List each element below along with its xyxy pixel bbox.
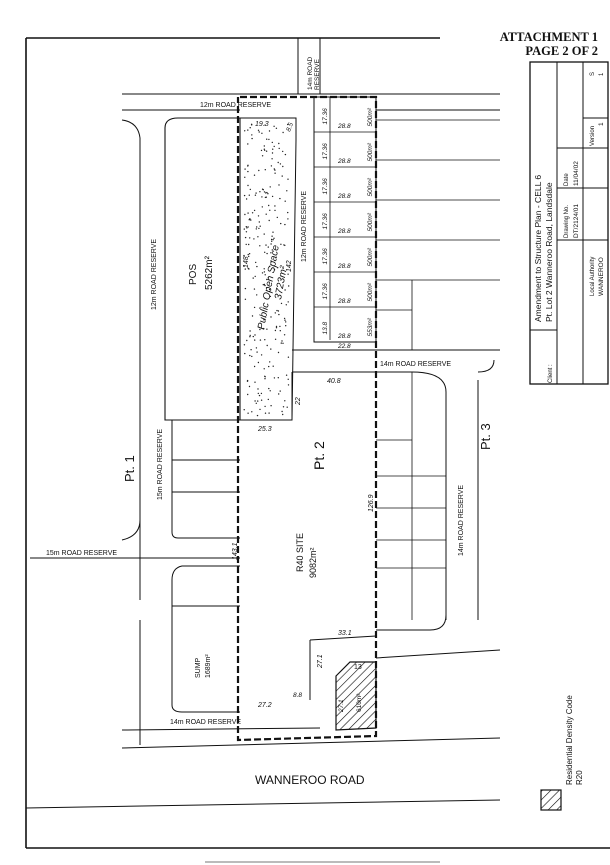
lot-depth: 28.8 — [337, 298, 351, 305]
dim-8-8: 8.8 — [293, 692, 302, 699]
attachment-header: ATTACHMENT 1 PAGE 2 OF 2 — [500, 30, 598, 58]
dim-27-2: 27.2 — [257, 702, 272, 709]
corner-lot-r20 — [335, 661, 377, 731]
dim-33-1: 33.1 — [338, 630, 352, 637]
dim-143-1: 143.1 — [232, 542, 239, 560]
sheet-label: S — [590, 72, 596, 76]
lot-depth: 28.8 — [337, 158, 351, 165]
legend: Residential Density Code R20 — [540, 695, 584, 811]
sump-label: SUMP — [195, 657, 202, 678]
pos-label: POS — [188, 264, 199, 285]
parcel-label-pt2: Pt. 2 — [311, 441, 327, 470]
date-label: Date — [564, 173, 570, 186]
lot-width: 17.36 — [322, 108, 329, 125]
lot-width: 17.36 — [322, 283, 329, 300]
dim-40-8: 40.8 — [327, 378, 341, 385]
corner-lot-area: 610m² — [356, 693, 363, 712]
dim-22: 22 — [295, 397, 302, 406]
r40-area: 9082m² — [308, 547, 318, 578]
r40-label: R40 SITE — [295, 533, 305, 572]
dim-126-9: 126.9 — [368, 494, 375, 512]
wanneroo-road-label: WANNEROO ROAD — [255, 773, 365, 787]
version-value: 1 — [598, 122, 605, 126]
road-label-14m-top-2: RESERVE — [314, 58, 321, 90]
authority-value: WANNEROO — [598, 257, 605, 296]
drawing-no-value: DT/2124/01 — [573, 204, 580, 238]
lot-area: 500m² — [367, 107, 374, 126]
lot-width: 13.8 — [322, 321, 329, 334]
attachment-line: ATTACHMENT 1 — [499, 30, 598, 44]
dim-27-1-b: 27.1 — [338, 699, 345, 713]
parcel-label-pt1: Pt. 1 — [122, 455, 137, 482]
date-value: 11/04/02 — [573, 161, 580, 186]
road-label-15m-horizontal: 15m ROAD RESERVE — [46, 550, 117, 557]
dim-13: 13 — [354, 664, 362, 671]
lot-depth: 28.8 — [337, 123, 351, 130]
client-label: Client : — [548, 364, 554, 383]
road-label-14m-top-1: 14m ROAD — [307, 56, 314, 90]
dim-142: 142 — [286, 260, 293, 272]
lot-area: 500m² — [367, 247, 374, 266]
dim-19-3: 19.3 — [255, 121, 269, 128]
lot-bottom-dim: 22.8 — [337, 343, 351, 350]
road-label-12m-lots: 12m ROAD RESERVE — [301, 191, 308, 262]
lot-width: 17.36 — [322, 143, 329, 160]
legend-hatch-swatch — [540, 789, 562, 811]
road-label-12m-left: 12m ROAD RESERVE — [151, 239, 158, 310]
sheet-value: 1 — [599, 72, 605, 76]
lot-area: 500m² — [367, 177, 374, 196]
dim-148: 148 — [243, 256, 250, 268]
pos-area: 5262m² — [204, 255, 215, 290]
lot-area: 500m² — [367, 212, 374, 231]
lot-depth: 28.8 — [337, 228, 351, 235]
road-label-14m-bottom: 14m ROAD RESERVE — [170, 719, 241, 726]
lot-area: 500m² — [367, 282, 374, 301]
lot-width: 17.36 — [322, 178, 329, 195]
page-line: PAGE 2 OF 2 — [525, 44, 598, 58]
pos-stipple — [243, 123, 290, 417]
lot-area: 500m² — [367, 142, 374, 161]
title-line-2: Pt. Lot 2 Wanneroo Road, Landsdale — [544, 182, 554, 322]
lot-area: 553m² — [367, 317, 374, 336]
lot-depth: 28.8 — [337, 333, 351, 340]
road-label-12m-top: 12m ROAD RESERVE — [200, 102, 271, 109]
lot-depth: 28.8 — [337, 193, 351, 200]
pos-block — [164, 117, 241, 421]
lot-width: 17.36 — [322, 213, 329, 230]
parcel-label-pt3: Pt. 3 — [478, 423, 493, 450]
road-label-14m-right: 14m ROAD RESERVE — [458, 485, 465, 556]
sump-area: 1689m² — [205, 654, 212, 678]
title-line-1: Amendment to Structure Plan - CELL 6 — [533, 175, 543, 322]
lot-width: 17.36 — [322, 248, 329, 265]
residential-lot-strip: 17.36 28.8 500m² 17.36 28.8 500m² 17.36 28.8 500… — [313, 96, 377, 350]
drawing-no-label: Drawing No. — [564, 205, 570, 238]
road-label-15m-vertical: 15m ROAD RESERVE — [157, 429, 164, 500]
dim-25-3: 25.3 — [257, 426, 272, 433]
version-label: Version — [590, 126, 596, 146]
dim-27-1-a: 27.1 — [317, 654, 324, 669]
title-block: Amendment to Structure Plan - CELL 6 Pt.… — [529, 61, 609, 385]
legend-code: R20 — [575, 770, 584, 785]
authority-label: Local Authority — [590, 257, 596, 296]
road-label-14m-mid: 14m ROAD RESERVE — [380, 361, 451, 368]
lot-depth: 28.8 — [337, 263, 351, 270]
legend-label: Residential Density Code — [565, 695, 574, 785]
dim-8-5: 8.5 — [285, 121, 295, 132]
